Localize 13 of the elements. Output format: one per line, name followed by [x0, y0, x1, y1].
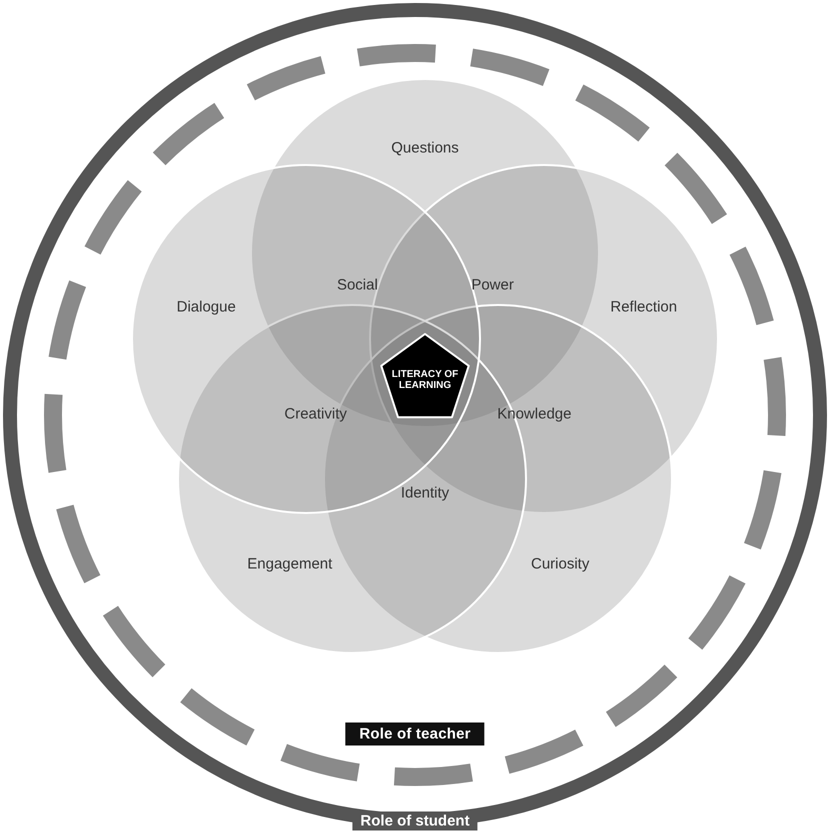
overlap-label: Social [336, 276, 378, 294]
overlap-label: Identity [400, 484, 450, 502]
circle-label: Dialogue [176, 298, 236, 316]
circle-label: Questions [391, 140, 459, 156]
role-label: Role of student [352, 812, 478, 830]
center-title: LITERACY OF LEARNING [390, 369, 460, 391]
overlap-label: Creativity [284, 405, 347, 422]
circle-label: Reflection [610, 298, 678, 316]
circle-label: Engagement [247, 556, 332, 573]
circle-label: Curiosity [531, 556, 590, 573]
overlap-label: Power [471, 276, 514, 294]
role-label: Role of teacher [345, 722, 485, 746]
overlap-label: Knowledge [497, 405, 572, 422]
